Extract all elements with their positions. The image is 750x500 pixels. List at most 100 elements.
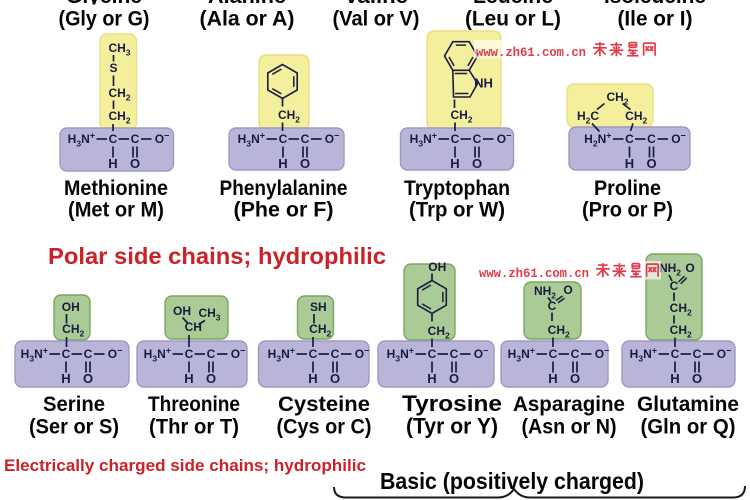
svg-text:(Ile or I): (Ile or I) <box>618 8 693 31</box>
svg-text:H: H <box>450 156 459 171</box>
svg-text:O−: O− <box>231 346 246 362</box>
svg-text:(Leu or L): (Leu or L) <box>465 8 561 31</box>
svg-text:(Gly or G): (Gly or G) <box>59 8 150 31</box>
svg-text:C: C <box>671 347 680 361</box>
svg-text:C: C <box>647 132 656 146</box>
svg-text:O−: O− <box>671 131 686 147</box>
svg-text:(Asn or N): (Asn or N) <box>522 416 617 439</box>
svg-text:OH: OH <box>173 304 191 318</box>
svg-text:O−: O− <box>355 346 370 362</box>
svg-text:H2N+: H2N+ <box>584 131 611 149</box>
svg-text:C: C <box>428 347 437 361</box>
svg-text:O: O <box>206 371 216 386</box>
svg-text:Proline: Proline <box>594 177 661 200</box>
svg-text:Phenylalanine: Phenylalanine <box>220 177 348 200</box>
svg-text:Leucine: Leucine <box>473 0 553 8</box>
svg-text:O−: O− <box>108 346 123 362</box>
svg-text:(Thr or T): (Thr or T) <box>149 416 239 439</box>
svg-text:CH: CH <box>185 320 202 334</box>
svg-text:O−: O− <box>474 346 489 362</box>
svg-text:C: C <box>309 347 318 361</box>
svg-text:CH2: CH2 <box>62 322 84 339</box>
svg-text:CH3: CH3 <box>108 41 130 58</box>
svg-text:Methionine: Methionine <box>64 177 168 200</box>
svg-text:www.zh61.com.cn: www.zh61.com.cn <box>476 46 586 60</box>
svg-text:Glycine: Glycine <box>66 0 142 8</box>
svg-text:CH2: CH2 <box>108 86 130 103</box>
svg-text:Glutamine: Glutamine <box>637 393 739 416</box>
svg-text:O: O <box>130 156 140 171</box>
svg-text:C: C <box>625 132 634 146</box>
svg-text:H3N+: H3N+ <box>410 131 437 149</box>
svg-text:CH2: CH2 <box>670 301 692 318</box>
svg-text:O: O <box>685 261 694 275</box>
svg-text:CH2: CH2 <box>450 108 472 125</box>
svg-text:Tryptophan: Tryptophan <box>404 177 510 200</box>
svg-text:C: C <box>279 132 288 146</box>
svg-text:O−: O− <box>717 346 732 362</box>
svg-text:C: C <box>450 347 459 361</box>
svg-text:(Pro or P): (Pro or P) <box>582 199 673 222</box>
svg-text:S: S <box>109 61 117 75</box>
svg-text:O: O <box>449 371 459 386</box>
svg-text:H: H <box>108 156 117 171</box>
svg-text:O: O <box>330 371 340 386</box>
svg-text:(Ser or S): (Ser or S) <box>29 416 119 439</box>
svg-text:NH2: NH2 <box>659 261 681 278</box>
svg-text:C: C <box>451 132 460 146</box>
svg-text:H: H <box>308 371 317 386</box>
svg-text:(Gln or Q): (Gln or Q) <box>641 416 736 439</box>
svg-text:Valine: Valine <box>344 0 408 8</box>
svg-text:H2C: H2C <box>577 109 599 126</box>
svg-text:H3N+: H3N+ <box>21 346 48 364</box>
svg-text:H3N+: H3N+ <box>630 346 657 364</box>
svg-text:OH: OH <box>62 300 80 314</box>
svg-text:H: H <box>427 371 436 386</box>
svg-text:O−: O− <box>595 346 610 362</box>
svg-text:NH: NH <box>474 76 493 91</box>
svg-text:C: C <box>131 132 140 146</box>
svg-text:H: H <box>61 371 70 386</box>
svg-text:O: O <box>472 156 482 171</box>
svg-text:(Cys or C): (Cys or C) <box>277 416 372 439</box>
svg-text:Alanine: Alanine <box>208 0 286 8</box>
svg-text:Threonine: Threonine <box>148 393 240 416</box>
svg-text:C: C <box>84 347 93 361</box>
svg-text:C: C <box>473 132 482 146</box>
svg-text:O: O <box>300 156 310 171</box>
svg-text:C: C <box>62 347 71 361</box>
svg-text:O−: O− <box>497 131 512 147</box>
svg-text:C: C <box>548 299 557 313</box>
svg-text:O−: O− <box>325 131 340 147</box>
svg-text:C: C <box>207 347 216 361</box>
svg-text:H3N+: H3N+ <box>268 346 295 364</box>
svg-text:C: C <box>571 347 580 361</box>
svg-text:Basic (positively charged): Basic (positively charged) <box>380 468 644 494</box>
svg-text:(Phe or F): (Phe or F) <box>234 199 334 222</box>
svg-text:O: O <box>646 156 656 171</box>
svg-text:(Met or M): (Met or M) <box>68 199 164 222</box>
svg-text:Serine: Serine <box>43 393 105 416</box>
svg-text:Asparagine: Asparagine <box>513 393 625 416</box>
svg-text:OH: OH <box>428 260 446 274</box>
svg-text:H: H <box>670 371 679 386</box>
svg-text:CH2: CH2 <box>670 323 692 340</box>
svg-text:C: C <box>301 132 310 146</box>
svg-text:Electrically charged side chai: Electrically charged side chains; hydrop… <box>4 456 366 475</box>
svg-text:C: C <box>185 347 194 361</box>
svg-text:C: C <box>549 347 558 361</box>
svg-text:(Val or V): (Val or V) <box>333 8 420 31</box>
svg-text:CH2: CH2 <box>428 324 450 341</box>
svg-text:O: O <box>692 371 702 386</box>
svg-text:H3N+: H3N+ <box>508 346 535 364</box>
svg-text:CH3: CH3 <box>198 306 220 323</box>
svg-text:NH2: NH2 <box>534 284 556 301</box>
svg-text:CH2: CH2 <box>278 108 300 125</box>
svg-text:Polar side chains; hydrophilic: Polar side chains; hydrophilic <box>48 243 386 269</box>
svg-text:CH2: CH2 <box>606 90 628 107</box>
svg-text:CH2: CH2 <box>108 109 130 126</box>
svg-text:H: H <box>548 371 557 386</box>
svg-text:H3N+: H3N+ <box>68 131 95 149</box>
svg-text:O: O <box>83 371 93 386</box>
svg-text:H3N+: H3N+ <box>144 346 171 364</box>
